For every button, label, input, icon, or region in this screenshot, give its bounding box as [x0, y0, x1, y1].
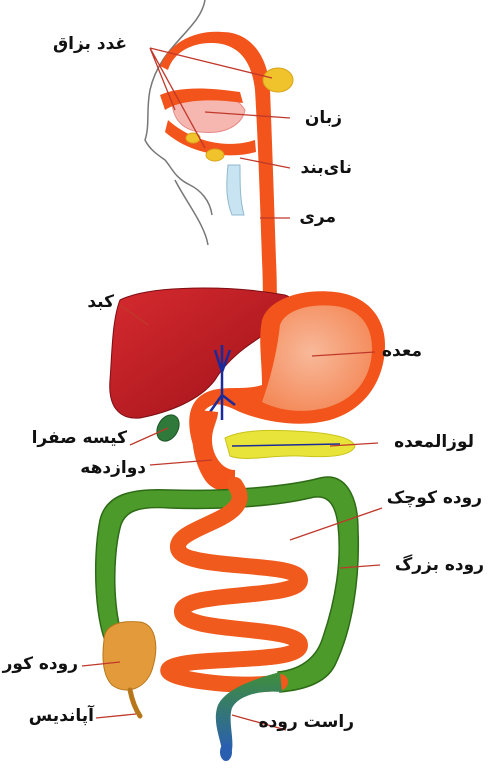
label-cecum: روده کور [3, 656, 78, 673]
label-gallbladder: کیسه صفرا [32, 430, 127, 447]
label-small-intestine: روده کوچک [387, 490, 482, 507]
trachea-shape [227, 165, 244, 215]
label-tongue: زبان [305, 110, 342, 127]
label-salivary-gland: غدد بزاق [53, 36, 127, 53]
label-large-intestine: روده بزرگ [395, 557, 484, 574]
anus-shape [220, 743, 232, 761]
cecum-shape [103, 622, 156, 690]
label-trachea: نای‌بند [301, 160, 353, 177]
neck-outline [175, 180, 208, 245]
label-pancreas: لوزالمعده [394, 434, 474, 451]
label-esophagus: مری [299, 209, 336, 226]
label-liver: کبد [87, 294, 114, 311]
label-stomach: معده [382, 343, 422, 360]
label-rectum: راست روده [259, 714, 354, 731]
salivary-gland-parotid [263, 68, 293, 92]
label-duodenum: دوازدهه [80, 460, 146, 477]
small-intestine-shape [168, 485, 300, 685]
appendix-shape [130, 690, 140, 716]
salivary-gland-sub1 [206, 149, 224, 161]
label-appendix: آپاندیس [29, 708, 94, 725]
